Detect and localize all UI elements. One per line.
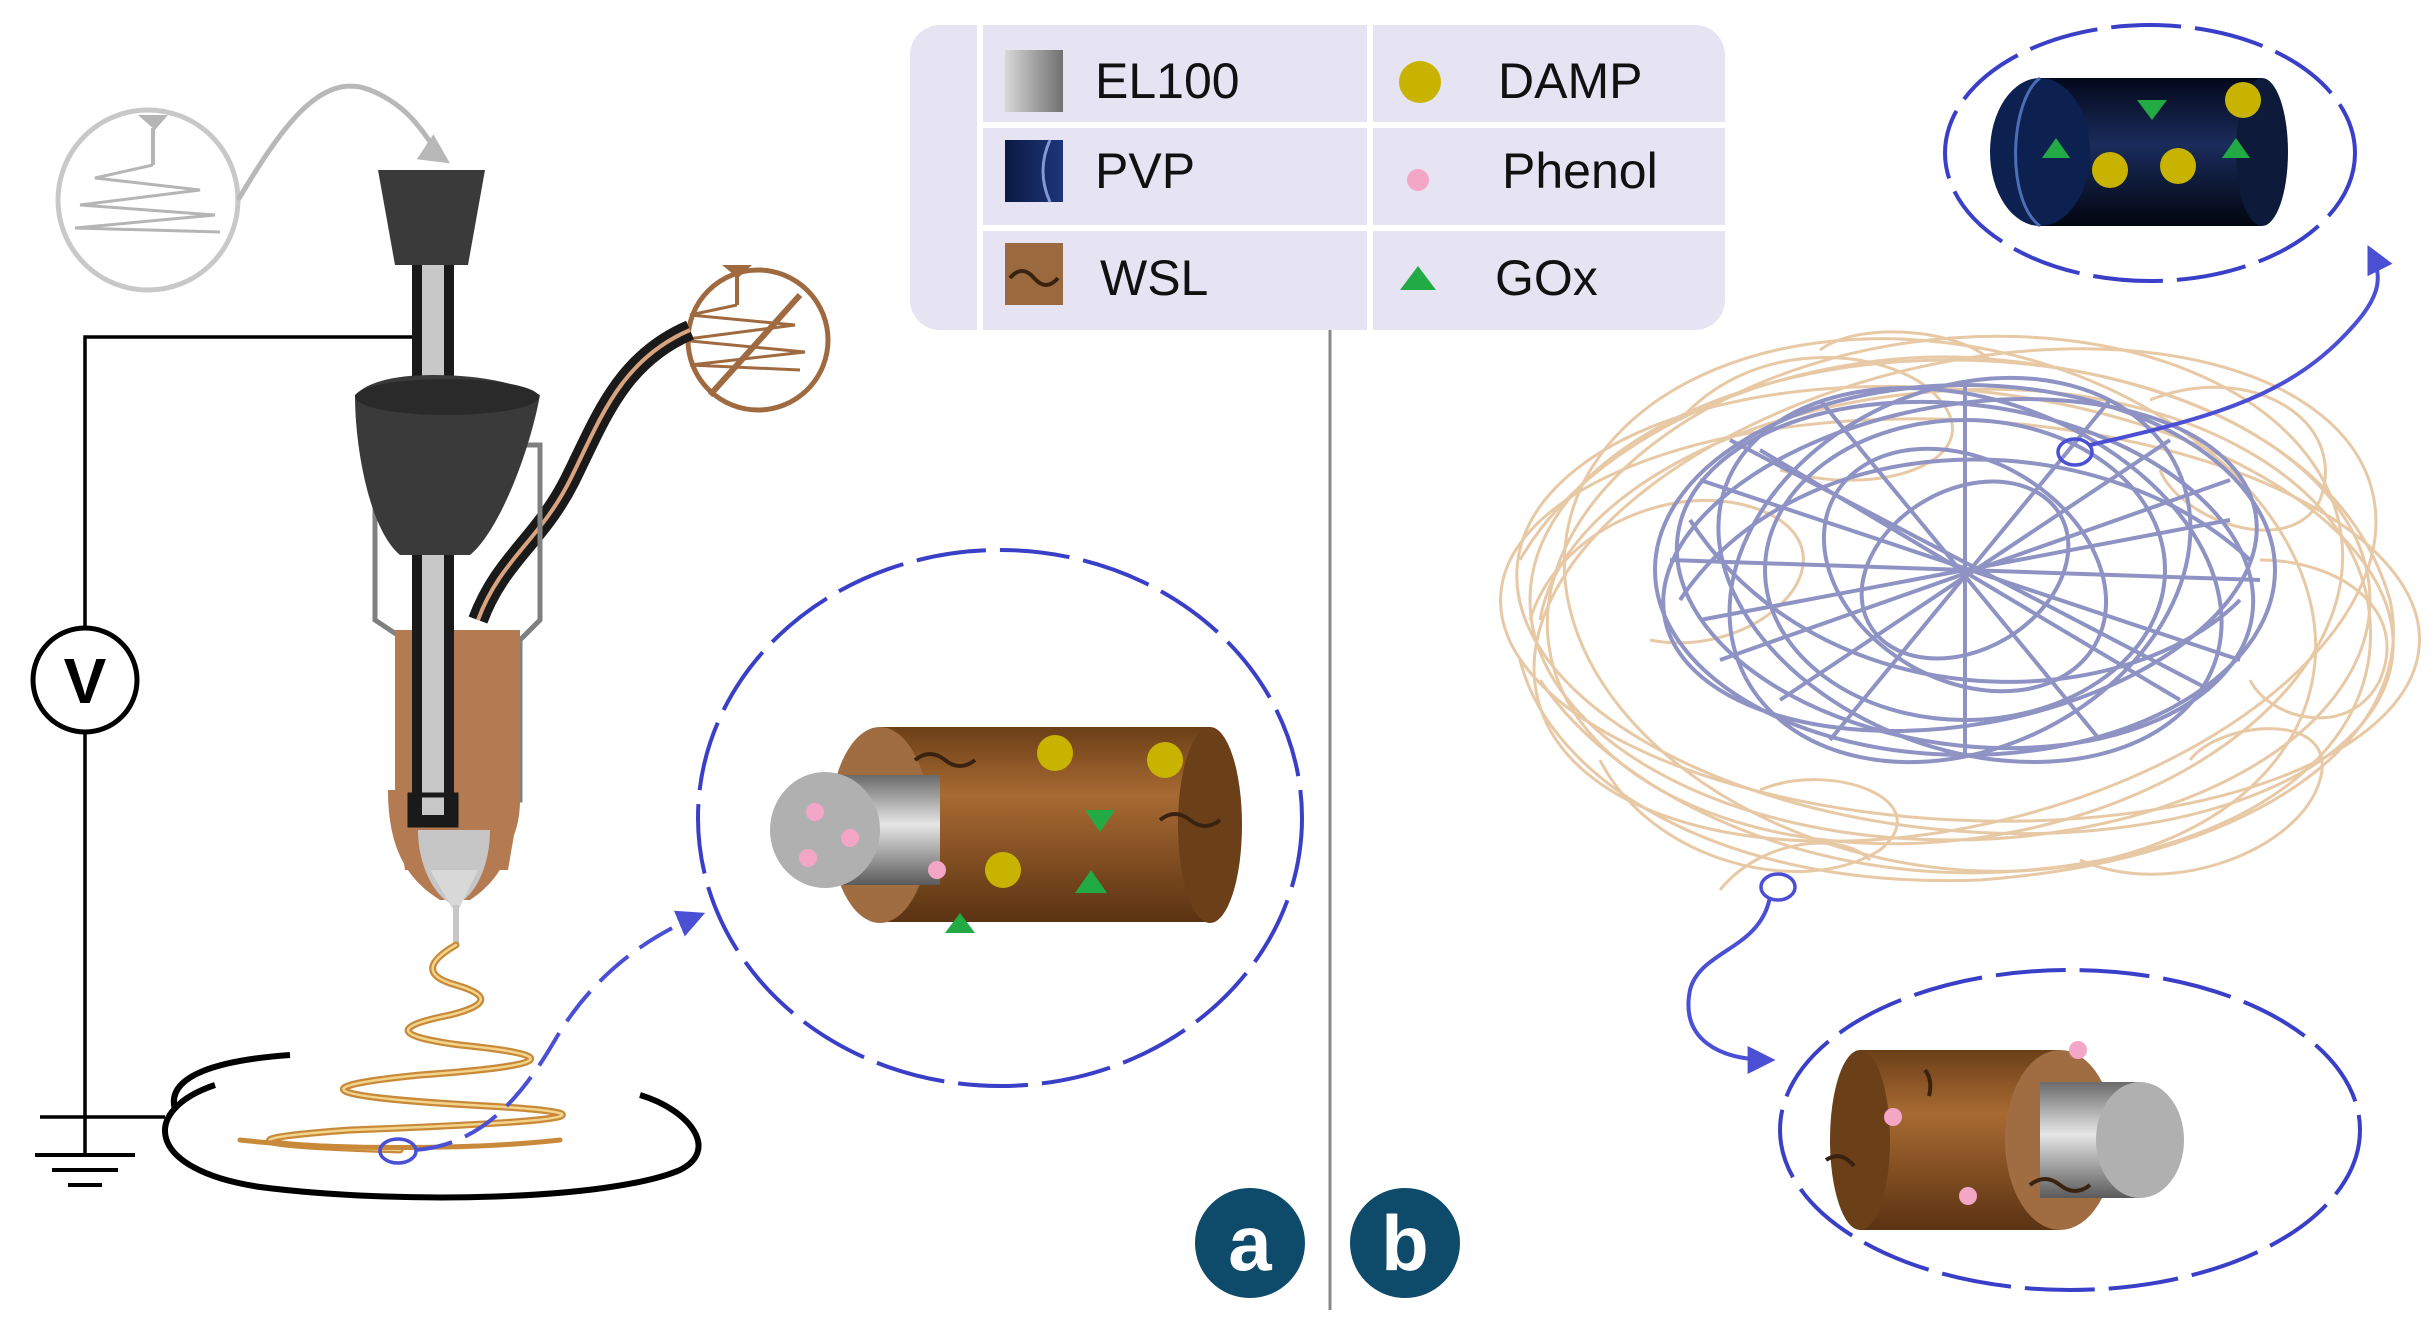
grey-feed-arrow — [235, 83, 450, 202]
panel-label-b: b — [1381, 1199, 1429, 1287]
zoom-arrow-top — [2089, 244, 2393, 447]
damp-circle-icon — [1399, 61, 1441, 103]
lower-funnel — [355, 375, 540, 555]
zoom-arrow-a — [414, 910, 706, 1152]
el100-swatch — [1005, 50, 1063, 112]
panel-badge-b: b — [1350, 1188, 1460, 1298]
legend-label-damp: DAMP — [1498, 53, 1642, 109]
legend: EL100 DAMP PVP Phenol WSL GOx — [910, 25, 1725, 330]
gox-triangle-icon — [1400, 266, 1436, 290]
voltage-source: V — [30, 625, 140, 735]
legend-label-phenol: Phenol — [1502, 143, 1658, 199]
fiber-mat-panel: b — [1350, 23, 2421, 1298]
legend-label-el100: EL100 — [1095, 53, 1240, 109]
collector-plate — [162, 1052, 702, 1201]
wsl-fiber — [1824, 1041, 2184, 1230]
zoom-arrow-bottom — [1686, 896, 1776, 1074]
wsl-source-circle — [679, 265, 831, 413]
pvp-swatch — [1005, 140, 1063, 202]
phenol-dot-icon — [1407, 169, 1429, 191]
wsl-fiber-zoom — [1778, 968, 2362, 1292]
outer-fiber-tangle — [1499, 330, 2421, 891]
fiber-crosssection-zoom-a — [696, 548, 1304, 1088]
panel-label-a: a — [1228, 1199, 1272, 1287]
pvp-fiber-zoom — [1943, 23, 2357, 283]
legend-label-pvp: PVP — [1095, 143, 1195, 199]
inner-fiber-tangle — [1653, 375, 2277, 765]
core-shell-fiber-a — [770, 727, 1242, 933]
voltage-label: V — [64, 645, 107, 717]
legend-label-gox: GOx — [1495, 250, 1598, 306]
electrospinning-setup: V — [30, 83, 1305, 1298]
coaxial-spinneret — [355, 170, 543, 945]
legend-label-wsl: WSL — [1100, 250, 1208, 306]
ground-icon — [35, 1117, 135, 1187]
panel-badge-a: a — [1195, 1188, 1305, 1298]
el100-source-circle — [55, 107, 241, 293]
pvp-fiber — [1990, 76, 2288, 228]
fiber-jet — [237, 941, 566, 1154]
upper-funnel — [378, 170, 485, 265]
